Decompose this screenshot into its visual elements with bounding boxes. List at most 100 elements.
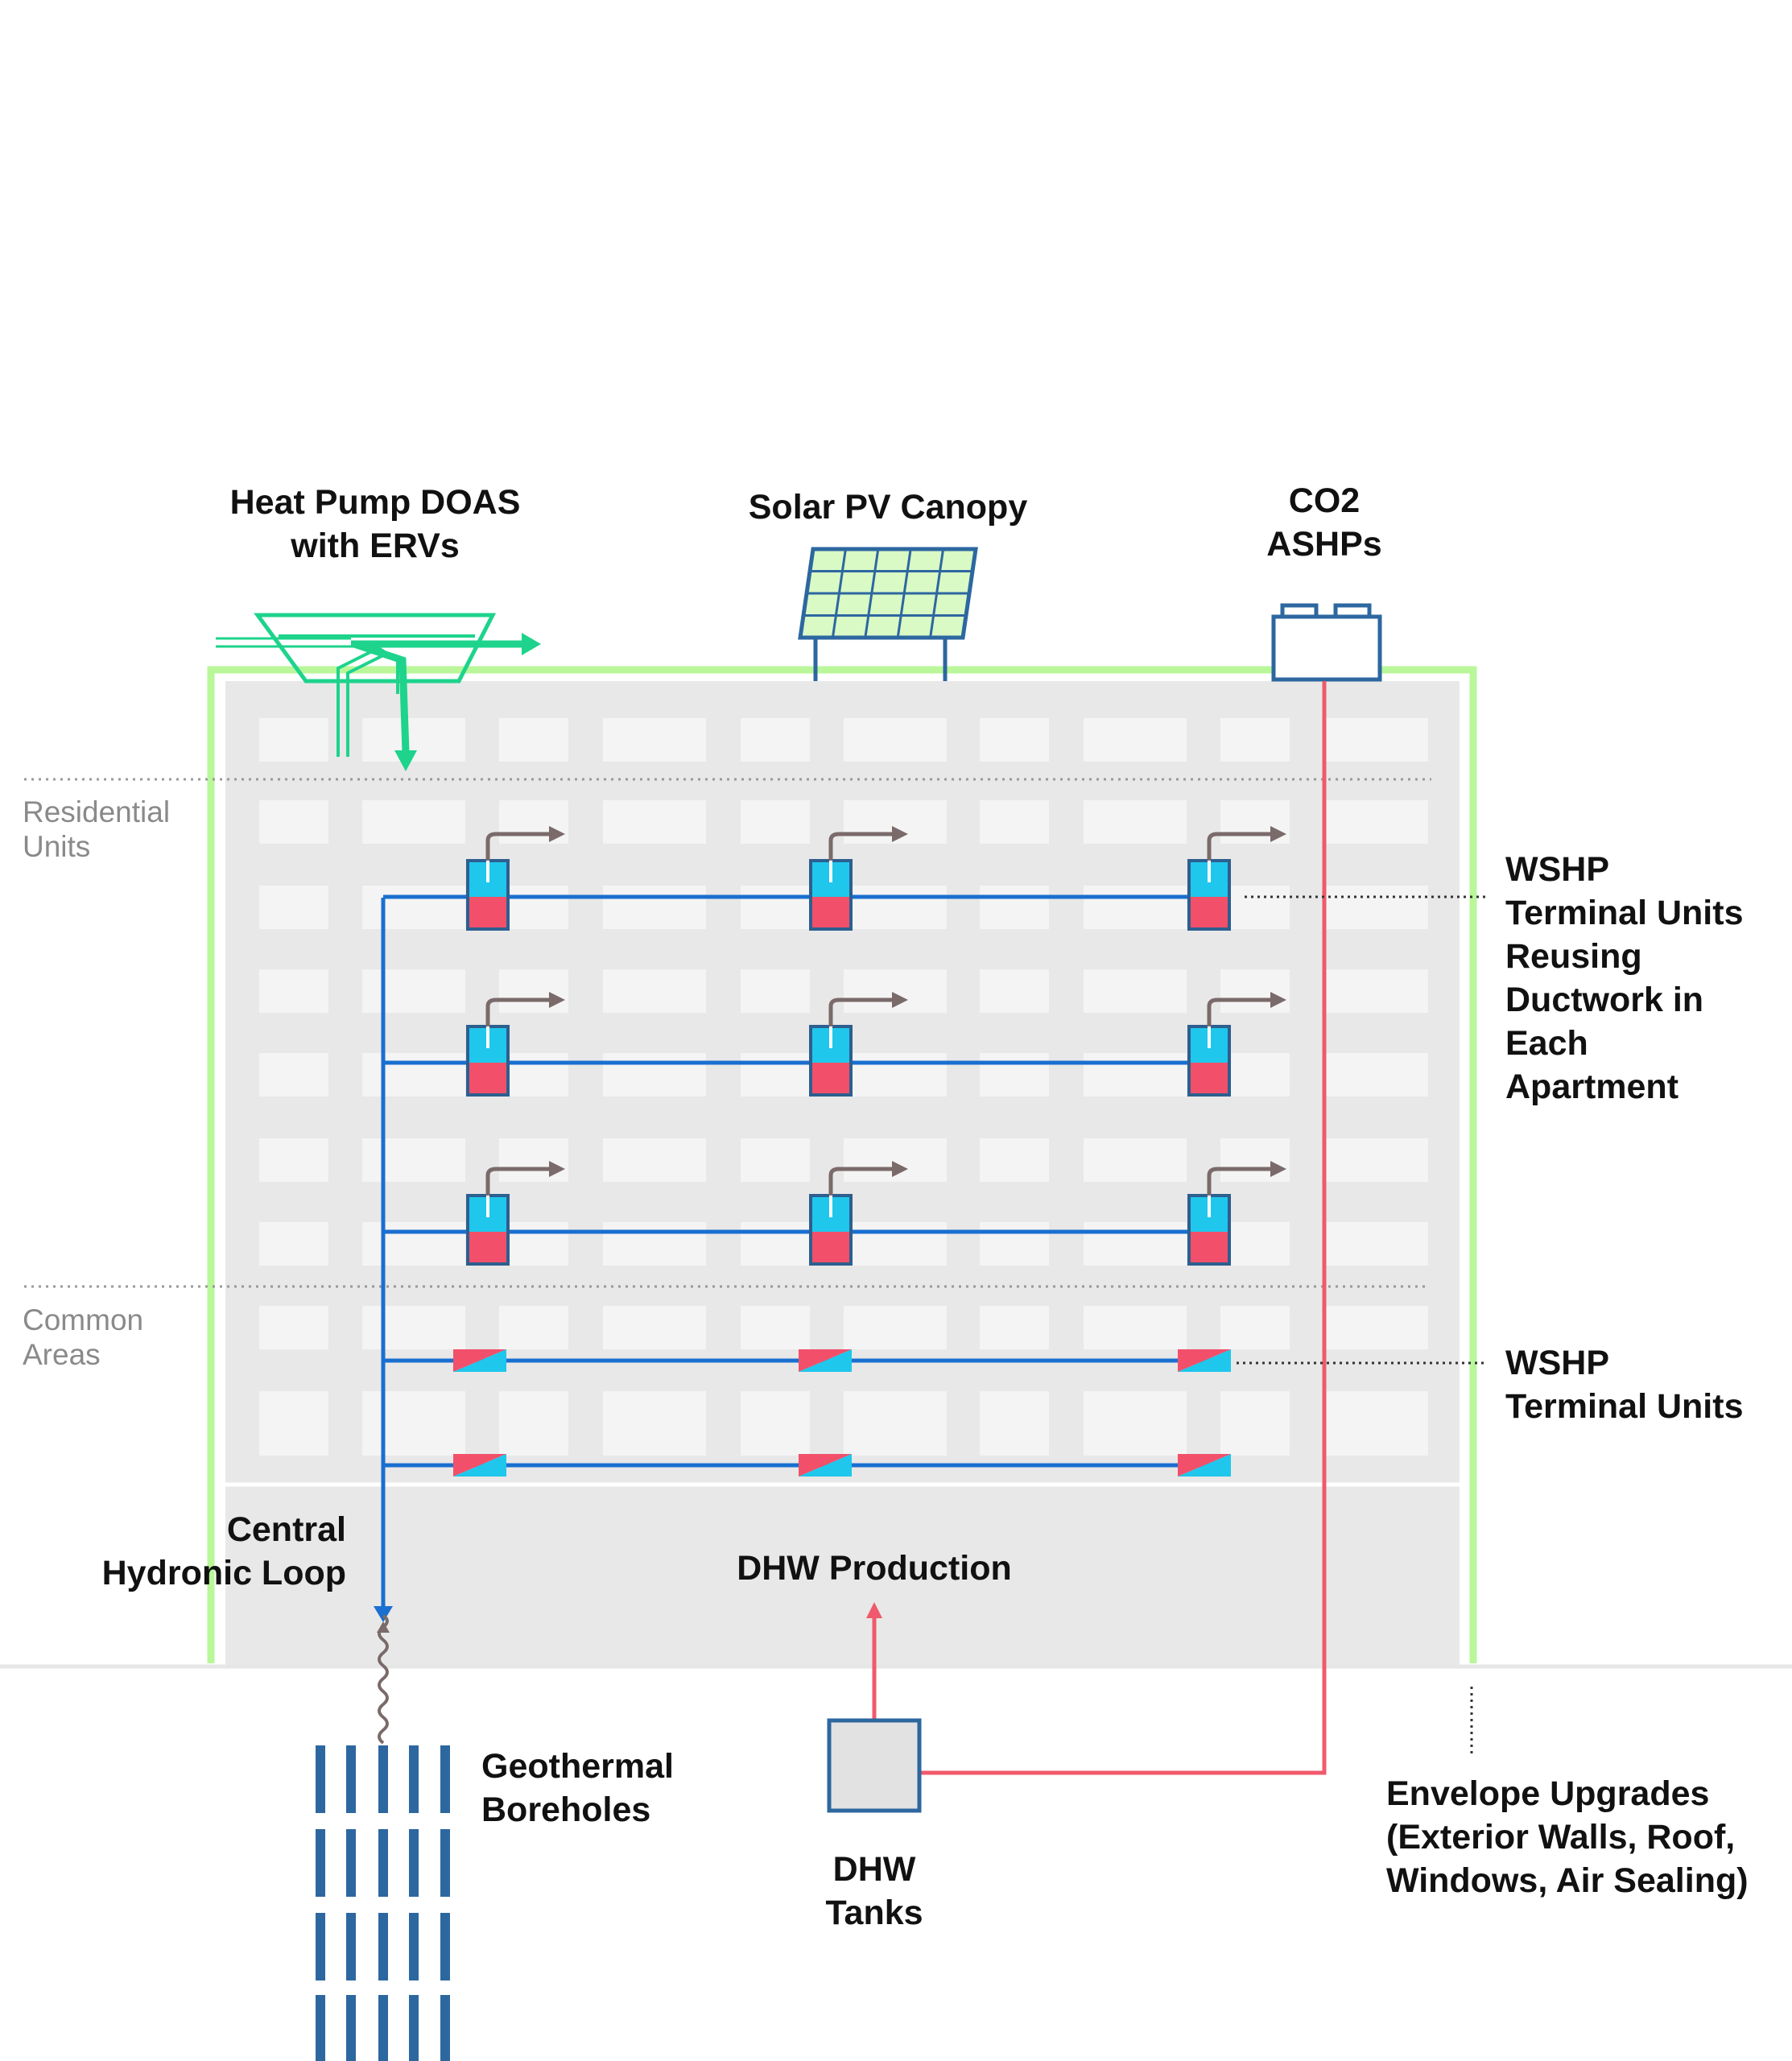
duct-arrow [485, 832, 551, 861]
ducted-wshp-unit-icon [1187, 1161, 1286, 1266]
window [259, 1138, 328, 1182]
window [1220, 1306, 1290, 1349]
window [980, 1306, 1049, 1349]
window [1325, 718, 1428, 762]
borehole [409, 1745, 419, 1813]
ducted-wshp-unit-icon [809, 1161, 908, 1266]
window [1084, 1053, 1187, 1097]
wshp-terminal-unit-icon [1178, 1349, 1231, 1372]
duct-arrowhead [549, 1161, 565, 1177]
window [499, 969, 568, 1013]
unit-cold-half [799, 1349, 852, 1372]
window [259, 969, 328, 1013]
window [1325, 1391, 1428, 1456]
duct-arrow [485, 997, 551, 1026]
window [603, 718, 706, 762]
unit-cold-half [453, 1454, 506, 1477]
window [603, 969, 706, 1013]
window [1220, 1053, 1290, 1097]
borehole [346, 1745, 356, 1813]
ashp-unit-icon [1271, 603, 1382, 682]
window [980, 718, 1049, 762]
window [259, 800, 328, 844]
window [603, 1306, 706, 1349]
duct-arrowhead [892, 1161, 908, 1177]
duct-arrow [828, 997, 894, 1026]
borehole [440, 1913, 450, 1980]
unit-hot-half [468, 897, 508, 929]
window [1084, 1222, 1187, 1266]
window [980, 1138, 1049, 1182]
window [1325, 886, 1428, 929]
borehole [378, 1745, 388, 1813]
duct-arrow [1207, 832, 1272, 861]
window [259, 1053, 328, 1097]
borehole [440, 1745, 450, 1813]
window [362, 1222, 465, 1266]
unit-cold-half [1178, 1349, 1231, 1372]
window [844, 1222, 947, 1266]
window [603, 1222, 706, 1266]
window [362, 1053, 465, 1097]
borehole [316, 1913, 325, 1980]
envelope-label: Envelope Upgrades (Exterior Walls, Roof,… [1386, 1774, 1749, 1900]
window [844, 1391, 947, 1456]
window [362, 1138, 465, 1182]
window [1084, 718, 1187, 762]
window [259, 1391, 328, 1456]
window [980, 800, 1049, 844]
window [362, 886, 465, 929]
envelope-outline [207, 666, 1477, 1663]
window [603, 886, 706, 929]
borehole-icon [316, 1745, 450, 2061]
window [980, 886, 1049, 929]
window [362, 1391, 465, 1456]
unit-cold-half [799, 1454, 852, 1477]
wshp-terminal-unit-icon [1178, 1454, 1231, 1477]
borehole [316, 1745, 325, 1813]
window [1084, 1306, 1187, 1349]
window [741, 1391, 810, 1456]
unit-hot-half [1189, 897, 1229, 929]
window [362, 1306, 465, 1349]
window [259, 886, 328, 929]
unit-hot-half [468, 1063, 508, 1095]
borehole [316, 1995, 325, 2061]
window [603, 1138, 706, 1182]
duct-arrowhead [1270, 992, 1286, 1008]
window [259, 1306, 328, 1349]
duct-arrowhead [549, 826, 565, 842]
window [741, 1306, 810, 1349]
ducted-wshp-unit-icon [466, 826, 565, 931]
window [741, 886, 810, 929]
window [603, 1391, 706, 1456]
window [362, 969, 465, 1013]
window [1325, 1222, 1428, 1266]
borehole [346, 1995, 356, 2061]
unit-hot-half [468, 1232, 508, 1264]
window [980, 1222, 1049, 1266]
ducted-wshp-unit-icon [809, 992, 908, 1097]
window [1084, 886, 1187, 929]
duct-arrow [1207, 997, 1272, 1026]
window [1084, 1138, 1187, 1182]
window [844, 1053, 947, 1097]
duct-arrow [1207, 1167, 1272, 1196]
window [1325, 1053, 1428, 1097]
window [1220, 886, 1290, 929]
borehole [316, 1829, 325, 1897]
unit-cold-half [1178, 1454, 1231, 1477]
unit-cold-half [453, 1349, 506, 1372]
unit-hot-half [811, 897, 851, 929]
duct-arrowhead [892, 992, 908, 1008]
solar-panel-icon [798, 547, 978, 681]
window [499, 1222, 568, 1266]
unit-hot-half [811, 1063, 851, 1095]
window [1084, 1391, 1187, 1456]
windows-grid [259, 718, 1428, 1456]
borehole [409, 1829, 419, 1897]
window [1220, 1222, 1290, 1266]
duct-arrowhead [549, 992, 565, 1008]
